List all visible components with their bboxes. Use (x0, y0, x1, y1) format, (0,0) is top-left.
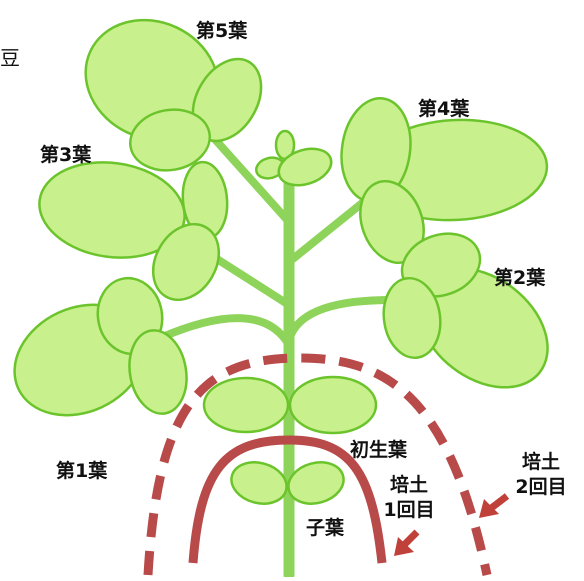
label-primary-leaves: 初生葉 (350, 439, 408, 461)
branch-leaf5 (208, 132, 293, 226)
label-leaf-2: 第2葉 (494, 267, 546, 289)
leaf-1-small-leaflet (128, 329, 188, 415)
label-hilling-1-line2: 1回目 (383, 499, 435, 521)
arrow-1-shaft (400, 529, 420, 549)
arrow-2-head (479, 499, 499, 518)
primary-leaf-right (288, 375, 378, 435)
leaf-3 (38, 160, 229, 301)
branch-leaf2 (285, 296, 394, 344)
label-leaf-4: 第4葉 (418, 98, 470, 120)
leaf-4 (340, 97, 549, 265)
leaf-5-small-leaflet (129, 108, 211, 172)
primary-leaf-left (202, 376, 290, 434)
stems (156, 132, 394, 581)
cotyledon-right (287, 461, 345, 505)
leaf-1 (13, 276, 188, 417)
cotyledons (230, 461, 345, 505)
hilling-line-1 (188, 435, 387, 564)
label-leaf-3: 第3葉 (40, 144, 92, 166)
arrow-2-shaft (487, 493, 510, 512)
primary-leaves (202, 375, 378, 435)
arrow-hilling-1 (394, 529, 420, 556)
label-cotyledons: 子葉 (306, 517, 345, 539)
label-hilling-1: 培土 1回目 (378, 473, 440, 523)
label-hilling-2-line2: 2回目 (515, 476, 567, 498)
leaf-2-small-leaflet (382, 276, 442, 360)
branch-leaf1 (156, 314, 293, 349)
bud-leaflet-right (277, 147, 333, 187)
leaf-5 (84, 18, 263, 172)
label-hilling-2: 培土 2回目 (503, 450, 579, 500)
label-hilling-1-line1: 培土 (389, 474, 428, 496)
leaf-3-small-leaflet (151, 223, 221, 301)
leaf-2 (382, 232, 549, 389)
label-leaf-1: 第1葉 (56, 460, 108, 482)
cotyledon-left (230, 461, 288, 505)
hilling-line-2 (143, 353, 492, 576)
label-leaf-5: 第5葉 (196, 20, 248, 42)
leaf-3-large-leaflet (38, 161, 186, 259)
arrow-1-head (394, 537, 414, 556)
label-hilling-2-line1: 培土 (521, 451, 560, 473)
header-fragment: 豆 (0, 46, 20, 70)
arrow-hilling-2 (479, 493, 510, 518)
branch-leaf4 (285, 196, 370, 266)
top-bud (254, 129, 333, 187)
branch-leaf3 (202, 248, 293, 309)
